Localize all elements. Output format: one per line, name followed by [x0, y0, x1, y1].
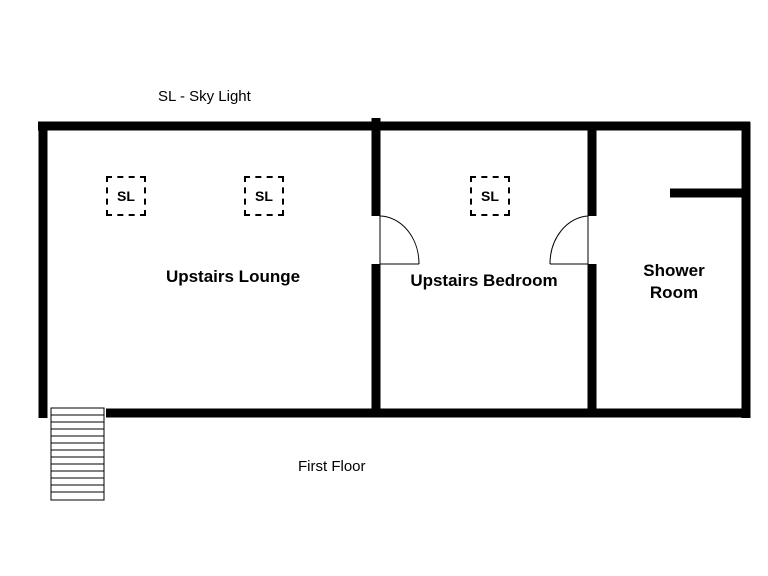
room-label-shower-room: Shower Room [643, 261, 705, 302]
door-lounge-bedroom [379, 215, 420, 265]
legend-text: SL - Sky Light [158, 88, 251, 105]
skylight-lounge-left: SL [106, 176, 146, 216]
skylight-lounge-right: SL [244, 176, 284, 216]
floor-caption: First Floor [298, 458, 366, 475]
room-label-upstairs-bedroom: Upstairs Bedroom [410, 271, 558, 290]
door-bedroom-shower [549, 215, 589, 265]
skylight-bedroom: SL [470, 176, 510, 216]
room-label-upstairs-lounge: Upstairs Lounge [165, 267, 301, 286]
stairs [50, 407, 105, 501]
